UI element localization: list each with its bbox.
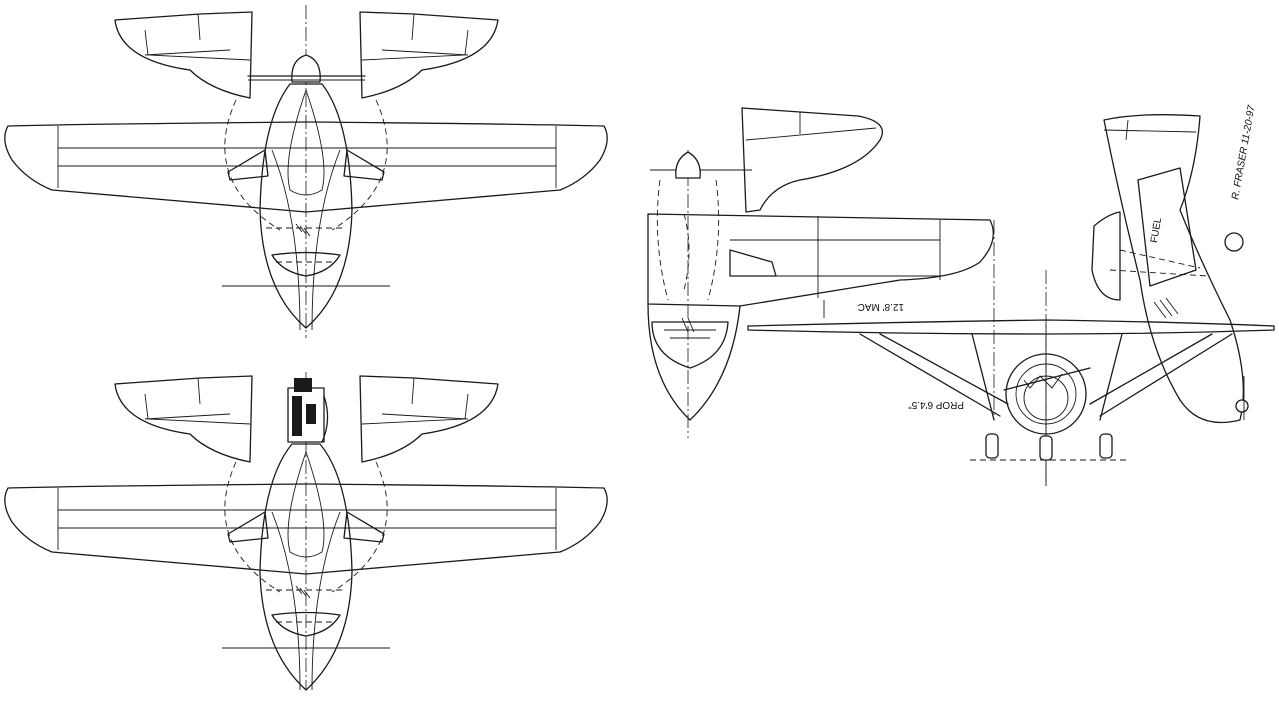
- wing: [647, 213, 994, 307]
- fin-right: [343, 511, 385, 543]
- mac-dimension-label: 12.8' MAC: [858, 301, 904, 312]
- front-wing: [747, 319, 1275, 335]
- fin-left: [227, 149, 269, 181]
- canopy: [271, 251, 341, 277]
- fuel-label: FUEL: [1149, 216, 1164, 244]
- wheel-nose: [1039, 435, 1053, 461]
- side-view: 12.8' MAC: [647, 107, 994, 438]
- fuselage: [259, 443, 353, 691]
- left-canard: [114, 375, 253, 463]
- wheel-right: [1099, 433, 1113, 459]
- right-canard: [359, 375, 499, 463]
- main-wing: [4, 483, 608, 575]
- fin-right: [343, 149, 385, 181]
- cowl: [1005, 353, 1087, 435]
- nose-pod: [647, 303, 741, 421]
- canard-edge: [1091, 211, 1121, 301]
- canard: [741, 107, 884, 213]
- wheel-left: [985, 433, 999, 459]
- vertical-tail: [1103, 114, 1244, 424]
- main-wing: [4, 121, 608, 213]
- signature: R. FRASER 11-20-97: [1230, 104, 1257, 200]
- fin-left: [227, 511, 269, 543]
- plan-view-top: [4, 5, 608, 338]
- front-view: FUEL PROP 6'4.5" R. FRASER 11-20-97: [747, 104, 1275, 486]
- right-canard: [359, 11, 499, 99]
- left-canard: [114, 11, 253, 99]
- strut-right: [1089, 333, 1233, 417]
- strake: [729, 249, 777, 277]
- spinner: [291, 54, 321, 83]
- plan-view-bottom: [4, 372, 608, 691]
- canopy: [271, 611, 341, 637]
- spinner: [675, 151, 701, 179]
- prop-dimension-label: PROP 6'4.5": [908, 399, 964, 410]
